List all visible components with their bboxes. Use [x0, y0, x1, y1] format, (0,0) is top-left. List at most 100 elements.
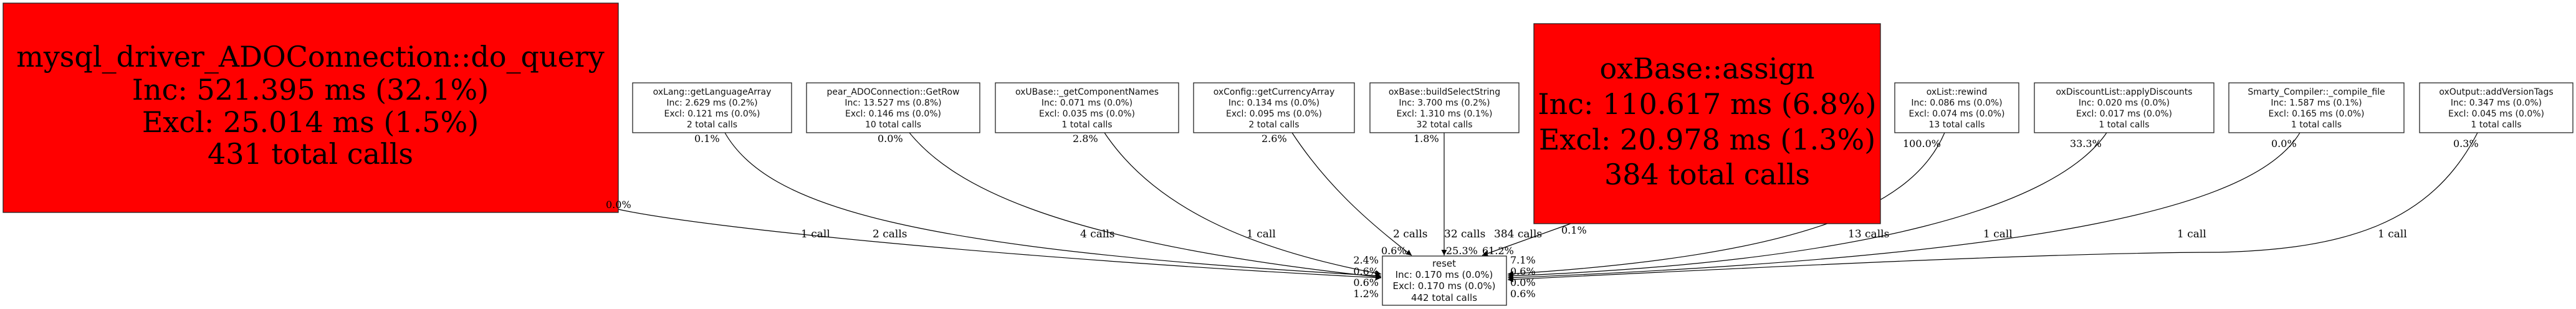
node-box	[2228, 82, 2405, 133]
head-pct-assign: 61.2%	[1482, 245, 1514, 257]
node-name: oxBase::buildSelectString	[1389, 87, 1500, 97]
edge-label-smarty: 1 call	[2177, 228, 2206, 240]
node-calls: 1 total calls	[1061, 120, 1112, 130]
node-name: Smarty_Compiler::_compile_file	[2248, 87, 2385, 97]
node-inc: Inc: 1.587 ms (0.1%)	[2271, 98, 2362, 108]
node-box	[2034, 82, 2214, 133]
edge-tail-labels: 0.0% 0.1% 0.0% 2.8% 2.6% 1.8% 0.1% 100.0…	[606, 133, 2479, 236]
tail-pct-mysql: 0.0%	[606, 199, 631, 211]
edge-label-oxlist: 13 calls	[1848, 228, 1889, 240]
node-inc: Inc: 0.086 ms (0.0%)	[1911, 98, 2002, 108]
tail-pct-pear: 0.0%	[878, 133, 903, 145]
node-calls: 1 total calls	[2099, 120, 2149, 130]
head-pct-smarty: 0.0%	[1510, 277, 1536, 288]
node-box	[2419, 82, 2574, 133]
node-name: oxDiscountList::applyDiscounts	[2056, 87, 2192, 97]
node-box	[1193, 82, 1355, 133]
edge-call-labels: 1 call 2 calls 4 calls 1 call 2 calls 32…	[801, 228, 2407, 240]
node-name: pear_ADOConnection::GetRow	[827, 87, 960, 97]
head-pct-discount: 0.6%	[1510, 265, 1536, 277]
node-box	[1369, 82, 1520, 133]
node-name: mysql_driver_ADOConnection::do_query	[16, 40, 605, 74]
node-excl: Excl: 0.121 ms (0.0%)	[664, 109, 760, 119]
edge-oxoutput-to-reset	[1507, 132, 2478, 283]
node-calls: 431 total calls	[208, 137, 413, 171]
node-inc: Inc: 0.134 ms (0.0%)	[1228, 98, 1319, 108]
head-pct-pear: 1.2%	[1353, 288, 1379, 300]
tail-pct-oxconfig: 2.6%	[1262, 133, 1287, 145]
tail-pct-oxlang: 0.1%	[694, 133, 720, 145]
tail-pct-smarty: 0.0%	[2271, 138, 2297, 150]
tail-pct-oxlist: 100.0%	[1903, 138, 1941, 150]
edge-oxconfig-to-reset	[1291, 132, 1412, 256]
tail-pct-oxoutput: 0.3%	[2453, 138, 2479, 150]
node-inc: Inc: 0.170 ms (0.0%)	[1396, 269, 1493, 280]
head-pct-oxlang: 2.4%	[1353, 254, 1379, 266]
edge-smarty-to-reset	[1507, 132, 2301, 281]
node-inc: Inc: 0.071 ms (0.0%)	[1041, 98, 1132, 108]
node-excl: Excl: 0.170 ms (0.0%)	[1392, 280, 1495, 292]
node-mysql-do-query[interactable]: mysql_driver_ADOConnection::do_query Inc…	[2, 2, 619, 213]
node-name: oxConfig::getCurrencyArray	[1214, 87, 1335, 97]
node-excl: Excl: 0.165 ms (0.0%)	[2268, 109, 2364, 119]
node-inc: Inc: 0.020 ms (0.0%)	[2079, 98, 2170, 108]
node-name: reset	[1432, 258, 1456, 269]
node-inc: Inc: 0.347 ms (0.0%)	[2451, 98, 2542, 108]
tail-pct-assign: 0.1%	[1561, 224, 1587, 236]
head-pct-oxoutput: 0.6%	[1510, 288, 1536, 300]
edge-discount-to-reset	[1507, 132, 2107, 279]
node-name: oxLang::getLanguageArray	[653, 87, 772, 97]
tail-pct-oxubase: 2.8%	[1073, 133, 1098, 145]
node-name: oxBase::assign	[1599, 52, 1814, 85]
node-excl: Excl: 1.310 ms (0.1%)	[1396, 109, 1492, 119]
node-calls: 10 total calls	[865, 120, 921, 130]
node-calls: 13 total calls	[1928, 120, 1985, 130]
edge-oxlang-to-reset	[724, 132, 1382, 278]
node-inc: Inc: 2.629 ms (0.2%)	[666, 98, 757, 108]
node-reset[interactable]: reset Inc: 0.170 ms (0.0%) Excl: 0.170 m…	[1382, 255, 1507, 306]
node-calls: 1 total calls	[2471, 120, 2521, 130]
node-excl: Excl: 0.074 ms (0.0%)	[1908, 109, 2004, 119]
edge-head-labels: 2.4% 0.6% 0.6% 1.2% 0.6% 25.3% 61.2% 7.1…	[1353, 245, 1535, 300]
edge-oxubase-to-reset	[1104, 132, 1382, 276]
node-excl: Excl: 0.017 ms (0.0%)	[2076, 109, 2172, 119]
node-calls: 1 total calls	[2291, 120, 2342, 130]
node-inc: Inc: 3.700 ms (0.2%)	[1399, 98, 1490, 108]
edge-label-oxlang: 2 calls	[873, 228, 907, 240]
edge-label-pear: 4 calls	[1080, 228, 1114, 240]
edge-label-buildselect: 32 calls	[1444, 228, 1485, 240]
node-calls: 442 total calls	[1411, 292, 1477, 303]
node-excl: Excl: 0.035 ms (0.0%)	[1039, 109, 1135, 119]
edge-label-oxoutput: 1 call	[2378, 228, 2407, 240]
edge-label-oxubase: 1 call	[1247, 228, 1276, 240]
node-name: oxUBase::_getComponentNames	[1015, 87, 1159, 97]
node-inc: Inc: 521.395 ms (32.1%)	[132, 73, 489, 107]
node-excl: Excl: 20.978 ms (1.3%)	[1539, 123, 1875, 156]
node-excl: Excl: 0.045 ms (0.0%)	[2448, 109, 2544, 119]
node-box	[995, 82, 1179, 133]
node-calls: 2 total calls	[1248, 120, 1299, 130]
node-calls: 2 total calls	[687, 120, 737, 130]
node-inc: Inc: 110.617 ms (6.8%)	[1538, 87, 1876, 121]
head-pct-mysql: 0.6%	[1353, 265, 1379, 277]
edge-label-discount: 1 call	[1983, 228, 2013, 240]
node-oxbase-assign[interactable]: oxBase::assign Inc: 110.617 ms (6.8%) Ex…	[1533, 23, 1881, 224]
tail-pct-buildselect: 1.8%	[1414, 133, 1439, 145]
head-pct-oxconfig: 0.6%	[1381, 245, 1407, 257]
edge-label-oxconfig: 2 calls	[1393, 228, 1427, 240]
node-name: oxOutput::addVersionTags	[2439, 87, 2553, 97]
node-calls: 384 total calls	[1604, 158, 1810, 191]
head-pct-oxlist: 7.1%	[1510, 254, 1536, 266]
node-excl: Excl: 0.095 ms (0.0%)	[1226, 109, 1322, 119]
edge-mysql-to-reset	[618, 209, 1382, 281]
